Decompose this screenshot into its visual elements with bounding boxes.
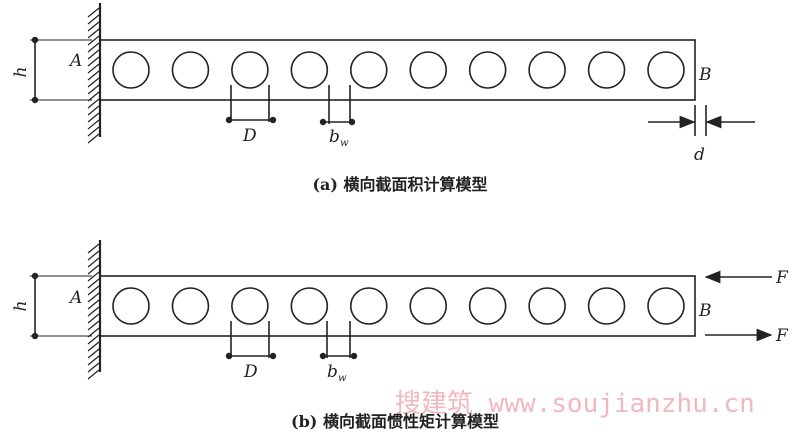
wall-hatch <box>87 243 100 380</box>
hatch-line <box>87 21 100 32</box>
hole <box>409 51 448 89</box>
label-b: b <box>329 127 340 147</box>
hole <box>528 51 566 89</box>
label-B: B <box>698 65 712 85</box>
hatch-line <box>87 112 100 123</box>
hole <box>409 287 448 325</box>
label-h: h <box>11 301 31 312</box>
hole <box>349 287 388 325</box>
hatch-line <box>87 77 100 88</box>
holes <box>112 287 685 325</box>
hatch-line <box>87 264 100 275</box>
watermark: 搜建筑 www.soujianzhu.cn <box>395 389 755 419</box>
hatch-line <box>87 133 100 144</box>
hole <box>171 51 210 89</box>
hole <box>231 51 269 89</box>
label-w: w <box>338 373 347 384</box>
label-b: b <box>327 362 338 382</box>
label-D: D <box>242 126 257 146</box>
label-B: B <box>698 301 712 321</box>
hatch-line <box>87 278 100 289</box>
hole <box>112 287 150 325</box>
label-D: D <box>243 362 258 382</box>
hatch-line <box>87 257 100 268</box>
hole <box>468 51 507 89</box>
hatch-line <box>87 348 100 359</box>
caption-a: (a) 横向截面积计算模型 <box>312 175 487 194</box>
hatch-line <box>87 105 100 116</box>
label-w: w <box>340 138 349 149</box>
hatch-line <box>87 320 100 331</box>
hatch-line <box>87 98 100 109</box>
hole <box>587 51 626 89</box>
hatch-line <box>87 126 100 137</box>
hole <box>112 51 150 89</box>
hatch-line <box>87 285 100 296</box>
hatch-line <box>87 14 100 25</box>
hole <box>290 287 329 325</box>
hatch-line <box>87 369 100 380</box>
hatch-line <box>87 355 100 366</box>
label-A: A <box>68 51 82 71</box>
hole <box>290 51 329 89</box>
hatch-line <box>87 313 100 324</box>
hole <box>171 287 210 325</box>
label-F-bottom: F <box>775 326 789 346</box>
hatch-line <box>87 56 100 67</box>
hatch-line <box>87 7 100 18</box>
beam-outline <box>99 275 696 337</box>
hatch-line <box>87 49 100 60</box>
hatch-line <box>87 362 100 373</box>
hatch-line <box>87 84 100 95</box>
hole <box>647 51 685 89</box>
hatch-line <box>87 271 100 282</box>
label-F-top: F <box>775 268 789 288</box>
hole <box>468 287 507 325</box>
hatch-line <box>87 35 100 46</box>
diagram-b <box>30 240 773 380</box>
hole <box>647 287 685 325</box>
hatch-line <box>87 250 100 261</box>
hatch-line <box>87 70 100 81</box>
hatch-line <box>87 341 100 352</box>
hatch-line <box>87 119 100 130</box>
hatch-line <box>87 243 100 254</box>
hatch-line <box>87 28 100 39</box>
hatch-line <box>87 334 100 345</box>
caption-b: (b) 横向截面惯性矩计算模型 <box>291 412 499 431</box>
holes <box>112 51 685 89</box>
hatch-line <box>87 299 100 310</box>
label-d: d <box>694 145 705 165</box>
hatch-line <box>87 306 100 317</box>
label-h: h <box>11 67 31 78</box>
hatch-line <box>87 42 100 53</box>
hole <box>528 287 566 325</box>
hole <box>231 287 269 325</box>
hole <box>349 51 388 89</box>
label-A: A <box>68 288 82 308</box>
wall-hatch <box>87 7 100 144</box>
beam-outline <box>99 39 696 101</box>
hatch-line <box>87 292 100 303</box>
diagram-a <box>30 3 755 144</box>
hatch-line <box>87 63 100 74</box>
hole <box>587 287 626 325</box>
